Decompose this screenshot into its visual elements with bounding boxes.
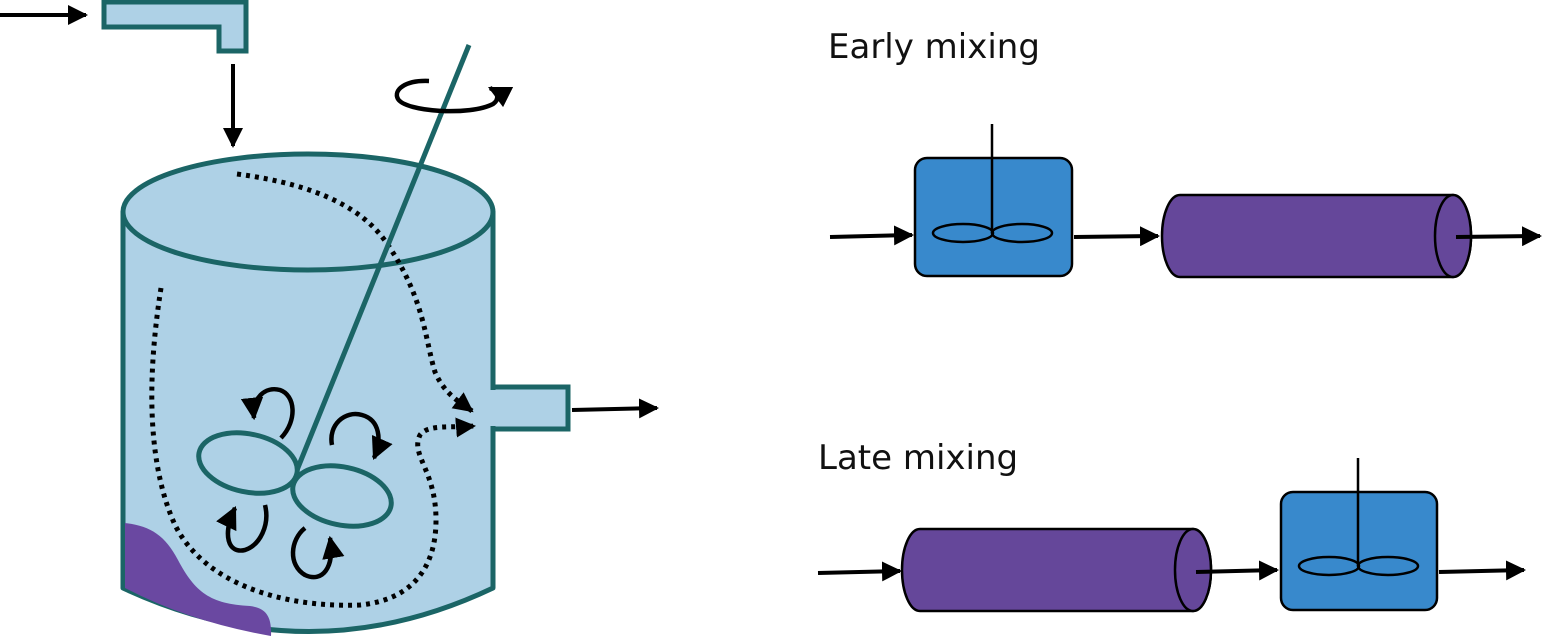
circulation-arrow-icon (329, 411, 393, 461)
early-inlet-arrow (829, 225, 914, 246)
late-pipe-reactor (900, 527, 1213, 613)
late-outlet-arrow (1438, 560, 1526, 581)
impeller-blade-left (196, 430, 300, 496)
tank-top (120, 151, 496, 273)
late-mid-arrow (1195, 560, 1279, 581)
rotation-arrow-icon (394, 78, 514, 114)
inlet-pipe (101, 0, 249, 54)
early-outlet-arrow (1455, 226, 1542, 247)
stirred-tank (0, 0, 659, 636)
outlet-nozzle (488, 384, 571, 432)
flow-path-loop (149, 287, 476, 608)
circulation-arrow-icon (216, 504, 269, 553)
early-mixer-box (913, 156, 1074, 278)
late-inlet-arrow (817, 561, 902, 582)
late-mixing-label: Late mixing (818, 438, 1018, 478)
early-pipe-reactor (1160, 193, 1473, 279)
impeller-icon (931, 222, 1054, 244)
late-mixing-scheme: Late mixing (817, 438, 1526, 613)
circulation-arrow-icon (240, 387, 295, 440)
outlet-arrow (571, 398, 659, 419)
impeller-blade-right (290, 463, 394, 529)
stirrer-shaft (294, 44, 472, 471)
early-mixing-scheme: Early mixing (828, 27, 1542, 279)
impeller-icon (1297, 555, 1420, 577)
circulation-arrow-icon (290, 526, 345, 580)
early-mixing-label: Early mixing (828, 27, 1040, 67)
residue (125, 523, 272, 636)
flow-path-right (236, 171, 474, 414)
early-mid-arrow (1073, 226, 1160, 247)
